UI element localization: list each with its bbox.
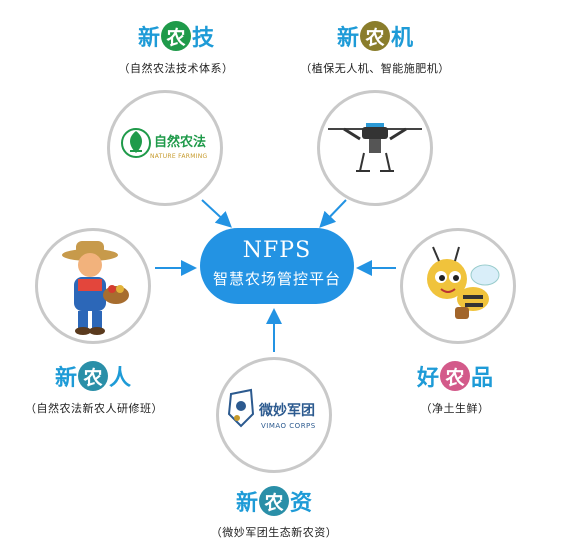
machine-subtitle: （植保无人机、智能施肥机） [300, 62, 450, 75]
tech-title-post: 技 [192, 25, 215, 51]
people-title-post: 人 [109, 365, 132, 391]
tech-circle: 自然农法 NATURE FARMING [107, 90, 223, 206]
product-circle [400, 228, 516, 344]
tech-subtitle: （自然农法技术体系） [118, 62, 234, 75]
machine-title-pre: 新 [336, 25, 359, 51]
nature-farming-logo-en: NATURE FARMING [150, 153, 208, 160]
center-platform: NFPS 智慧农场管控平台 [200, 228, 354, 304]
product-title: 好 农 品 [375, 360, 535, 392]
center-title: NFPS [242, 238, 312, 263]
center-subtitle: 智慧农场管控平台 [212, 270, 341, 288]
people-title: 新 农 人 [13, 360, 173, 392]
people-title-pre: 新 [54, 365, 77, 391]
farmer-illustration [62, 241, 129, 335]
drone-image [328, 123, 422, 172]
machine-title: 新 农 机 [295, 20, 455, 52]
people-title-badge: 农 [78, 361, 108, 391]
machine-circle [317, 90, 433, 206]
capital-subtitle: （微妙军团生态新农资） [210, 526, 338, 539]
capital-title-post: 资 [290, 490, 313, 516]
tech-title: 新 农 技 [96, 20, 256, 52]
vimao-logo-cn: 微妙军团 [259, 403, 315, 419]
people-circle [35, 228, 151, 344]
machine-title-post: 机 [391, 25, 414, 51]
product-title-badge: 农 [440, 361, 470, 391]
product-title-pre: 好 [416, 365, 439, 391]
tech-title-badge: 农 [161, 21, 191, 51]
nature-farming-logo-cn: 自然农法 [154, 135, 207, 150]
tech-title-pre: 新 [137, 25, 160, 51]
machine-title-badge: 农 [360, 21, 390, 51]
bee-mascot [427, 246, 500, 319]
product-subtitle: （净土生鲜） [420, 402, 490, 415]
arrow-from-machine [319, 199, 347, 228]
nature-farming-logo [121, 128, 151, 158]
capital-title-pre: 新 [235, 490, 258, 516]
capital-circle: 微妙军团 VIMAO CORPS [216, 357, 332, 473]
capital-title: 新 农 资 [194, 485, 354, 517]
arrow-from-tech [201, 199, 232, 228]
people-subtitle: （自然农法新农人研修班） [25, 402, 163, 415]
product-title-post: 品 [471, 365, 494, 391]
capital-title-badge: 农 [259, 486, 289, 516]
vimao-corps-logo [227, 388, 255, 428]
vimao-logo-en: VIMAO CORPS [261, 422, 316, 430]
